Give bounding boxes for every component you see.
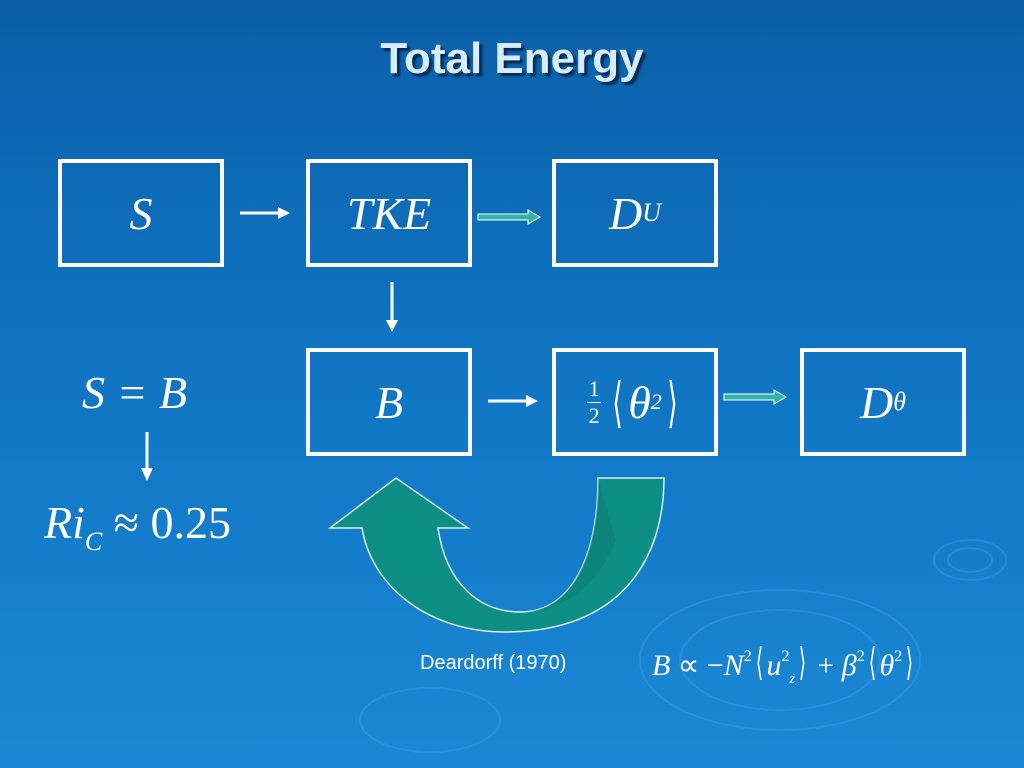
right-angle-bracket: ⟩ bbox=[667, 372, 678, 433]
formula-lhs: B bbox=[652, 649, 671, 682]
formula-u-exp: 2 bbox=[781, 648, 790, 665]
arrow-s-to-tke bbox=[240, 207, 290, 219]
formula-n-exp: 2 bbox=[743, 648, 752, 665]
formula-beta-exp: 2 bbox=[856, 648, 865, 665]
fraction-numerator: 1 bbox=[588, 375, 600, 401]
formula-beta: β bbox=[841, 649, 857, 682]
box-dth-main: D bbox=[859, 376, 894, 428]
fraction-denominator: 2 bbox=[588, 402, 600, 428]
formula-u: u bbox=[766, 649, 782, 682]
arrow-tke-to-b bbox=[386, 282, 398, 332]
formula-n: N bbox=[723, 649, 744, 682]
theta-exponent: 2 bbox=[650, 389, 662, 414]
left-angle-bracket: ⟨ bbox=[612, 372, 623, 433]
theta-symbol: θ bbox=[628, 376, 651, 428]
arrow-sb-to-ri bbox=[141, 432, 153, 481]
formula-prop: ∝ bbox=[670, 649, 707, 682]
hollow-arrow-theta-to-dtheta bbox=[723, 389, 787, 405]
arrow-b-to-theta bbox=[488, 395, 538, 407]
hollow-arrow-tke-to-du bbox=[477, 209, 541, 225]
half-fraction: 1 2 bbox=[587, 375, 602, 428]
ri-sub: C bbox=[84, 527, 103, 556]
slide-title: Total Energy bbox=[380, 34, 644, 83]
box-tke-label: TKE bbox=[346, 187, 432, 239]
equation-richardson: RiC ≈ 0.25 bbox=[44, 496, 231, 557]
formula-rang2: ⟩ bbox=[905, 642, 914, 684]
decorative-ripples bbox=[359, 539, 1007, 753]
ri-main: Ri bbox=[44, 497, 85, 548]
box-dth-sub: θ bbox=[893, 387, 906, 416]
formula-lang2: ⟨ bbox=[868, 642, 876, 684]
box-du-main: D bbox=[608, 187, 643, 239]
citation-deardorff: Deardorff (1970) bbox=[420, 652, 567, 674]
formula-rang1: ⟩ bbox=[798, 642, 807, 684]
formula-theta-exp: 2 bbox=[894, 648, 903, 665]
box-tke: TKE bbox=[306, 159, 472, 267]
box-buoyancy: B bbox=[306, 348, 472, 456]
ri-value: ≈ 0.25 bbox=[102, 497, 231, 548]
box-shear-production: S bbox=[58, 159, 224, 267]
box-b-label: B bbox=[374, 376, 404, 428]
curved-feedback-arrow bbox=[327, 477, 665, 633]
formula-theta: θ bbox=[879, 649, 895, 682]
formula-minus: − bbox=[706, 649, 724, 682]
formula-u-sub: z bbox=[789, 672, 795, 687]
box-s-label: S bbox=[129, 187, 153, 239]
formula-plus: + bbox=[809, 649, 842, 682]
buoyancy-formula: B ∝ −N2⟨u2z⟩ + β2⟨θ2⟩ bbox=[652, 640, 917, 688]
box-du-sub: U bbox=[642, 198, 661, 227]
equation-s-equals-b: S = B bbox=[82, 367, 188, 418]
formula-lang1: ⟨ bbox=[755, 642, 763, 684]
